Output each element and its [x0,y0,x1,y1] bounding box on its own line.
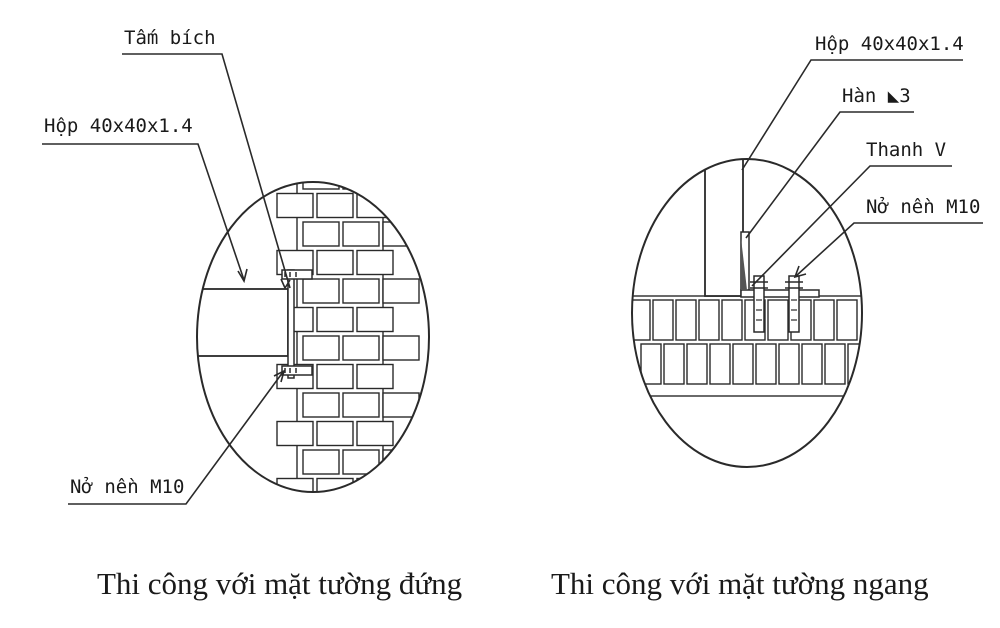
brick [382,278,420,304]
detail-circle-left [196,181,430,493]
brick [276,420,314,447]
brick [302,278,340,304]
brick [813,299,835,341]
box-section-left [197,288,289,357]
brick [732,343,754,385]
brick [342,335,380,361]
brick [342,182,380,190]
brick [778,343,800,385]
leader-lines-right [741,59,983,287]
label-weld: Hàn ◣3 [842,85,911,107]
brick [356,477,394,492]
brick [356,306,394,333]
brick [755,343,777,385]
brick [382,221,420,247]
angle-v-bar [740,231,820,298]
brick [316,363,354,390]
brick [686,343,708,385]
brick [652,299,674,341]
detail-circle-right [631,158,863,468]
brick [721,299,743,341]
brick [675,299,697,341]
brick [342,221,380,247]
brick [302,182,340,190]
brick [801,343,823,385]
brick [382,335,420,361]
brick [698,299,720,341]
brick [356,249,394,276]
brick [356,363,394,390]
brick [302,221,340,247]
brick [767,299,789,341]
leader-lines-left [42,53,291,505]
brick [632,299,651,341]
horizontal-floor-detail: Hộp 40x40x1.4 Hàn ◣3 Thanh V Nở nền M10 [631,33,983,468]
brick [342,278,380,304]
brick [836,299,858,341]
brick [640,343,662,385]
brick-wall-vertical [276,182,420,492]
caption-vertical-wall: Thi công với mặt tường đứng [97,566,463,601]
box-section-right [704,159,744,297]
brick [302,449,340,475]
label-anchor-bolt-left: Nở nền M10 [70,476,184,498]
vertical-wall-detail: Tấm bích Hộp 40x40x1.4 Nở nền M10 [42,27,430,505]
brick [276,192,314,219]
label-box-section-left: Hộp 40x40x1.4 [44,115,193,137]
label-angle-v: Thanh V [866,139,946,161]
caption-horizontal-wall: Thi công với mặt tường ngang [551,566,929,601]
brick [342,392,380,418]
brick [356,420,394,447]
label-flange-plate: Tấm bích [124,27,216,49]
anchor-bolt-right-1 [750,275,768,333]
brick [316,306,354,333]
anchor-bolt-bottom [281,365,313,376]
brick-floor-horizontal [632,295,862,397]
brick [316,249,354,276]
brick [316,420,354,447]
label-anchor-bolt-right: Nở nền M10 [866,196,980,218]
brick [302,392,340,418]
brick [824,343,846,385]
brick [302,335,340,361]
anchor-bolt-right-2 [785,275,803,333]
brick [382,182,420,190]
brick [709,343,731,385]
brick [663,343,685,385]
label-box-section-right: Hộp 40x40x1.4 [815,33,964,55]
brick [316,192,354,219]
